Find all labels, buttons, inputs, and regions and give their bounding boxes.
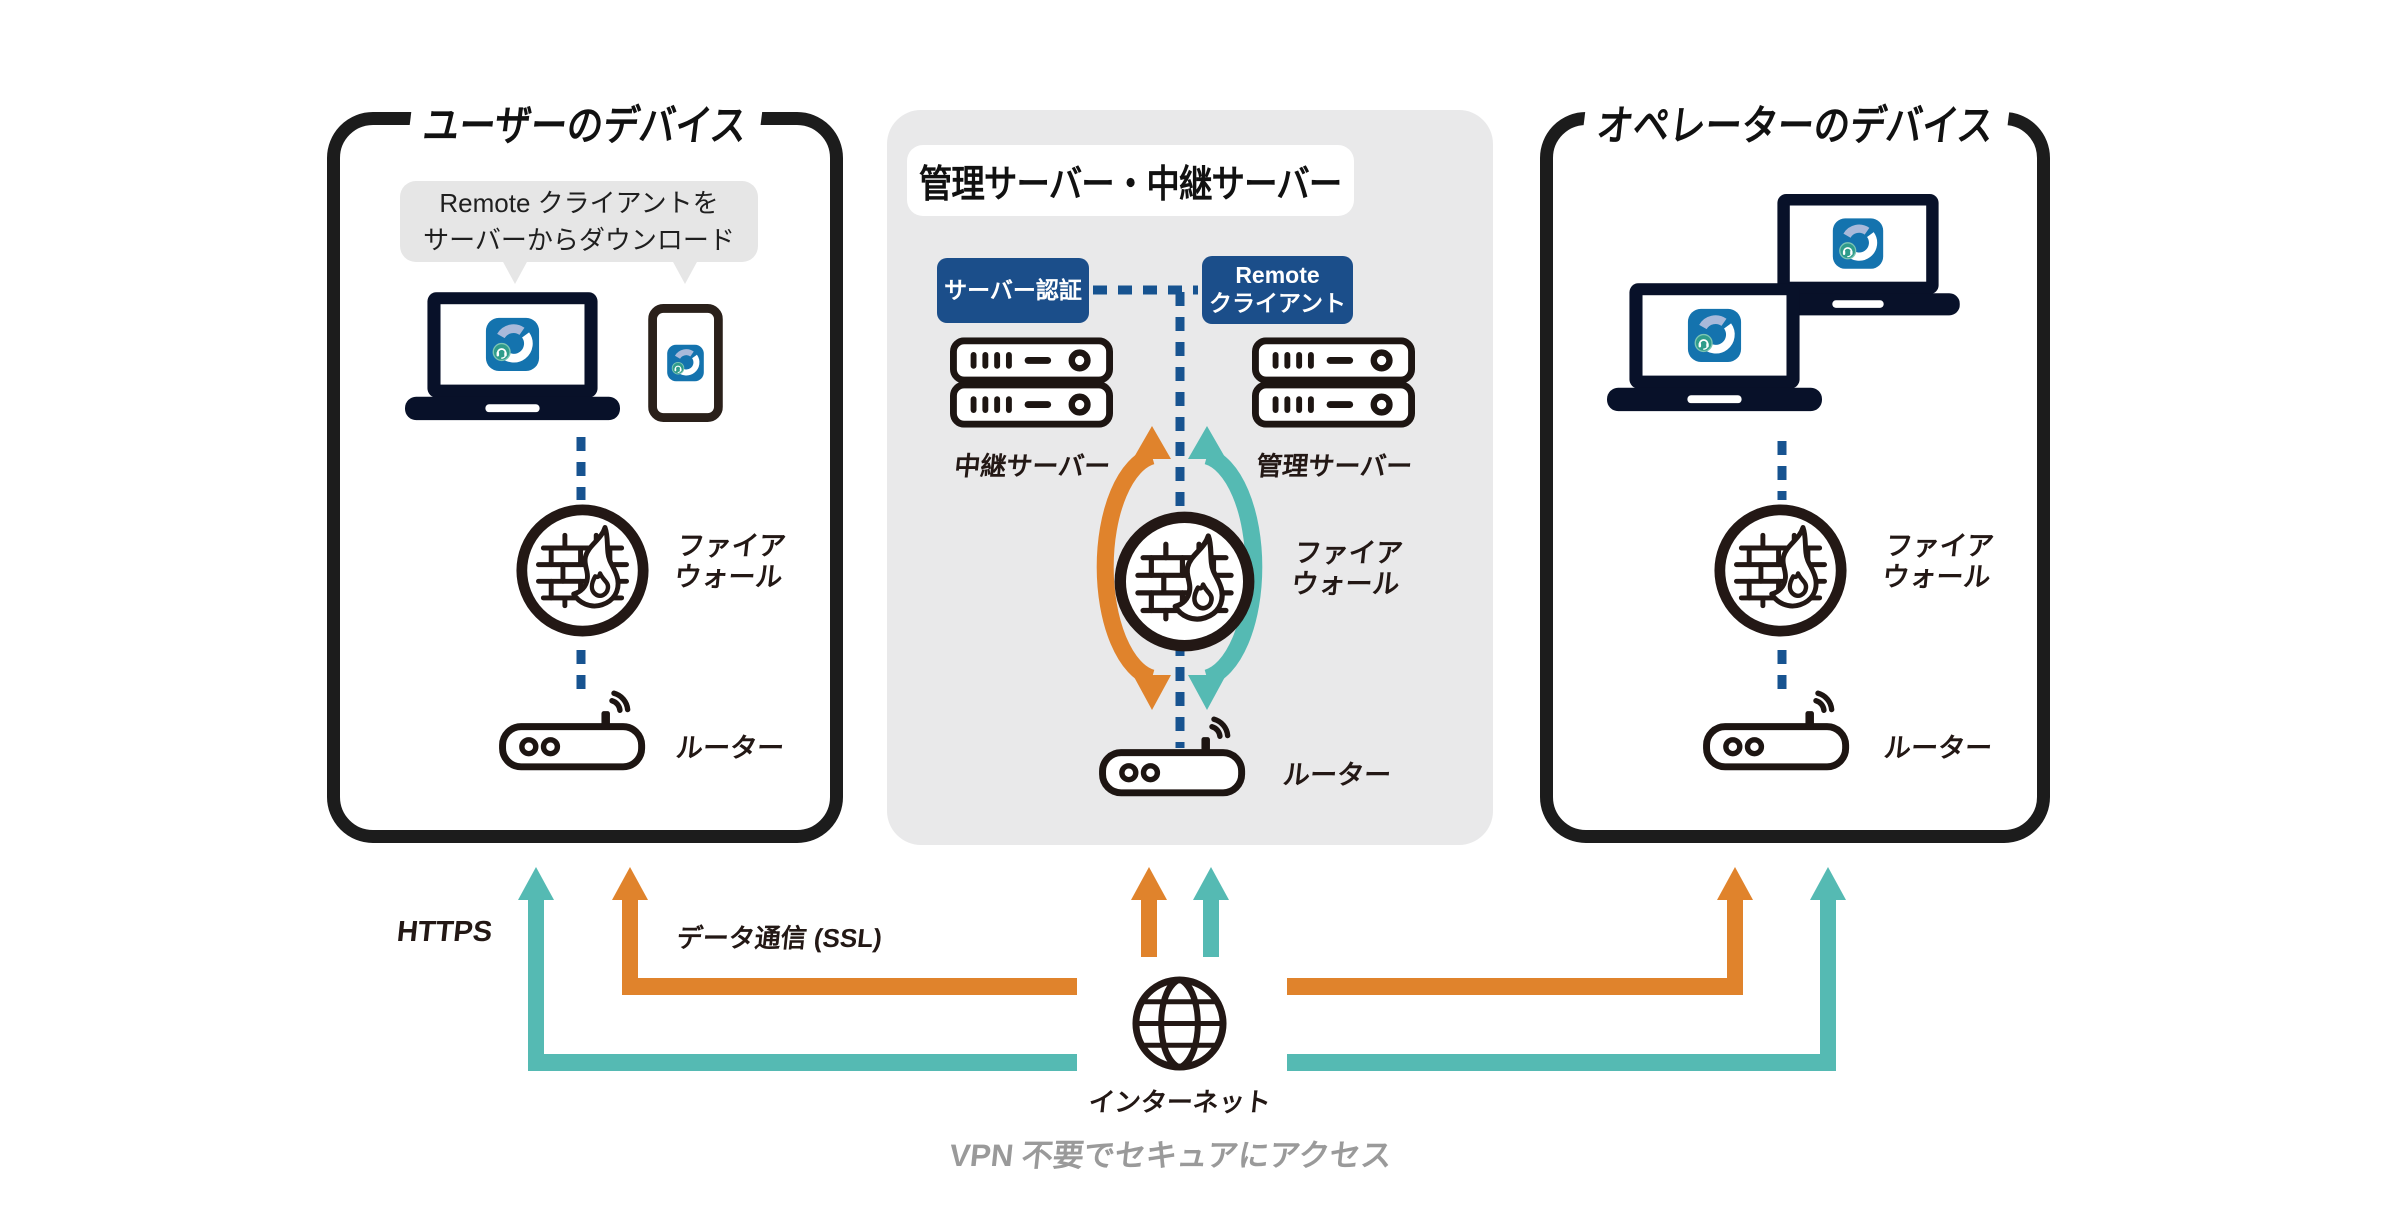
server-auth-badge: サーバー認証 <box>937 258 1089 323</box>
https-arrow-left-teal <box>518 867 1077 1071</box>
laptop-icon <box>1607 283 1822 414</box>
download-tooltip: Remote クライアントを サーバーからダウンロード <box>400 181 758 262</box>
laptop-icon <box>405 292 620 423</box>
router-icon <box>1096 714 1259 799</box>
router-icon <box>1700 688 1863 773</box>
https-arrow-right-teal <box>1287 867 1846 1071</box>
remote-client-badge: Remote クライアント <box>1202 256 1353 324</box>
management-server-icon <box>1252 337 1415 428</box>
tooltip-tail-phone <box>672 260 698 284</box>
vpn-note: VPN 不要でセキュアにアクセス <box>947 1138 1394 1173</box>
firewall-icon <box>1112 509 1257 654</box>
tooltip-line2: サーバーからダウンロード <box>423 224 735 255</box>
server-panel <box>887 110 1493 845</box>
tooltip-tail-laptop <box>502 260 528 284</box>
internet-to-server-arrow-orange <box>1131 867 1167 957</box>
firewall-icon <box>1712 502 1849 639</box>
firewall-label: ファイア ウォール <box>672 531 788 592</box>
tooltip-line1: Remote クライアントを <box>439 187 719 218</box>
router-label: ルーター <box>1281 760 1393 790</box>
router-label: ルーター <box>1882 733 1994 763</box>
firewall-label: ファイア ウォール <box>1289 538 1405 599</box>
server-panel-title: 管理サーバー・中継サーバー <box>907 145 1354 216</box>
user-devices-title: ユーザーのデバイス <box>406 100 764 153</box>
operator-devices-title: オペレーターのデバイス <box>1579 100 2011 153</box>
smartphone-icon <box>648 304 723 422</box>
relay-server-label: 中継サーバー <box>952 451 1112 481</box>
relay-server-icon <box>950 337 1113 428</box>
ssl-label: データ通信 (SSL) <box>675 923 884 953</box>
firewall-label: ファイア ウォール <box>1880 531 1996 592</box>
internet-globe-icon <box>1130 974 1229 1073</box>
firewall-icon <box>514 502 651 639</box>
internet-label: インターネット <box>1087 1087 1273 1117</box>
ssl-arrow-right-orange <box>1287 867 1753 995</box>
https-label: HTTPS <box>395 916 494 948</box>
internet-to-server-arrow-teal <box>1193 867 1229 957</box>
router-icon <box>496 688 659 773</box>
management-server-label: 管理サーバー <box>1254 451 1414 481</box>
router-label: ルーター <box>674 733 786 763</box>
